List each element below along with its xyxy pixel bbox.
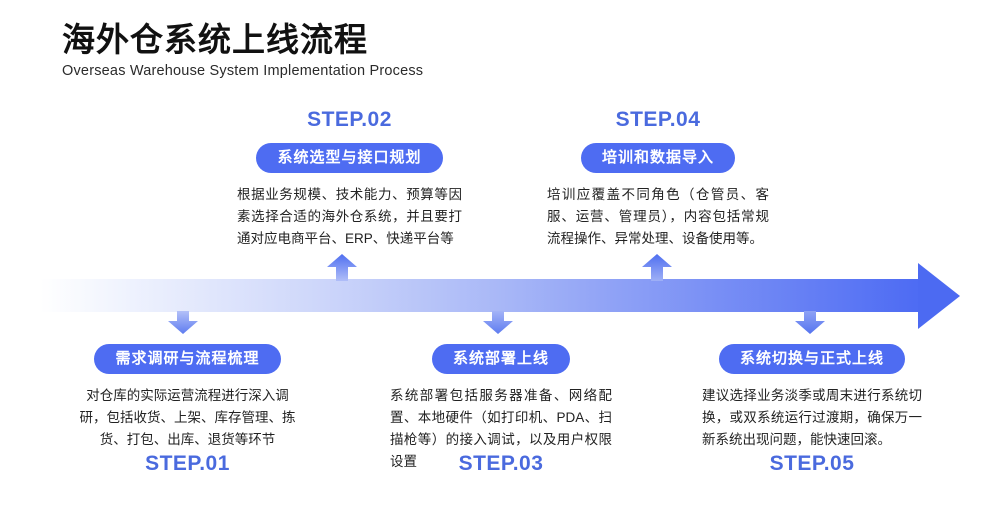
timeline-arrowhead-icon — [918, 263, 960, 329]
step-column-1: 需求调研与流程梳理 对仓库的实际运营流程进行深入调研，包括收货、上架、库存管理、… — [75, 340, 300, 475]
step-5-label: STEP.05 — [769, 452, 855, 475]
step-1-label: STEP.01 — [145, 452, 230, 475]
step-5-description: 建议选择业务淡季或周末进行系统切换，或双系统运行过渡期，确保万一新系统出现问题，… — [702, 388, 922, 447]
connector-down-arrow-icon — [483, 311, 513, 334]
step-column-2: STEP.02 系统选型与接口规划 根据业务规模、技术能力、预算等因素选择合适的… — [237, 108, 462, 250]
step-4-description: 培训应覆盖不同角色（仓管员、客服、运营、管理员），内容包括常规流程操作、异常处理… — [547, 187, 769, 246]
timeline-bar — [40, 279, 920, 312]
step-1-description: 对仓库的实际运营流程进行深入调研，包括收货、上架、库存管理、拣货、打包、出库、退… — [79, 388, 296, 447]
step-4-label: STEP.04 — [615, 108, 701, 131]
step-column-4: STEP.04 培训和数据导入 培训应覆盖不同角色（仓管员、客服、运营、管理员）… — [547, 108, 769, 250]
step-5-pill: 系统切换与正式上线 — [718, 344, 905, 374]
connector-down-arrow-icon — [795, 311, 825, 334]
step-4-pill: 培训和数据导入 — [580, 143, 735, 173]
page-title: 海外仓系统上线流程 — [62, 21, 368, 58]
connector-up-arrow-icon — [327, 254, 357, 281]
step-column-5: 系统切换与正式上线 建议选择业务淡季或周末进行系统切换，或双系统运行过渡期，确保… — [702, 340, 922, 475]
step-3-label: STEP.03 — [458, 452, 544, 475]
connector-up-arrow-icon — [642, 254, 672, 281]
step-3-description: 系统部署包括服务器准备、网络配置、本地硬件（如打印机、PDA、扫描枪等）的接入调… — [390, 388, 612, 469]
step-1-pill: 需求调研与流程梳理 — [94, 344, 281, 374]
step-3-pill: 系统部署上线 — [431, 344, 570, 374]
page-subtitle: Overseas Warehouse System Implementation… — [62, 63, 424, 79]
step-column-3: 系统部署上线 系统部署包括服务器准备、网络配置、本地硬件（如打印机、PDA、扫描… — [390, 340, 612, 475]
step-2-pill: 系统选型与接口规划 — [256, 143, 443, 173]
step-2-description: 根据业务规模、技术能力、预算等因素选择合适的海外仓系统，并且要打通对应电商平台、… — [237, 187, 462, 246]
connector-down-arrow-icon — [168, 311, 198, 334]
step-2-label: STEP.02 — [307, 108, 392, 131]
header: 海外仓系统上线流程 Overseas Warehouse System Impl… — [62, 20, 582, 79]
